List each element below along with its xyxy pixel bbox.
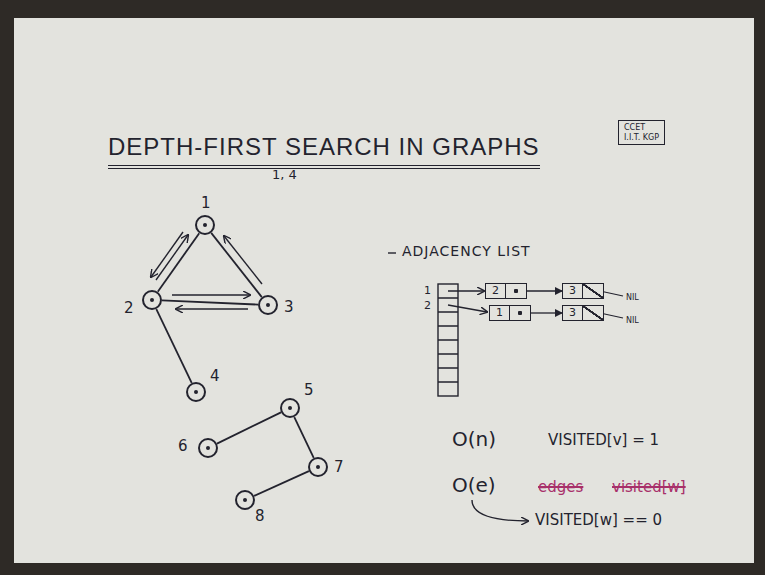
traversal-arrow: [176, 308, 248, 309]
struck-note: edges: [538, 479, 583, 496]
vertex-number: 3: [284, 299, 294, 316]
vertex-number: 7: [334, 459, 344, 476]
vertex-number: 2: [124, 300, 134, 317]
complexity: O(n): [452, 428, 496, 450]
nil-mark: NIL: [626, 317, 639, 326]
list-node: 2: [485, 283, 527, 299]
edge-line: [158, 233, 199, 292]
array-cells: [438, 298, 458, 382]
list-value: 1: [490, 306, 509, 320]
edge-line: [527, 290, 562, 291]
edge-line: [254, 471, 309, 496]
pointer-arrow: [448, 305, 487, 312]
edge-line: [211, 233, 262, 297]
edge-line: [156, 309, 191, 383]
bullet-dash: [388, 252, 396, 253]
graph-vertex: 7: [308, 457, 328, 477]
list-node: 1: [489, 305, 531, 321]
graph-vertex: 8: [235, 490, 255, 510]
curved-arrow: [472, 500, 528, 521]
vertex-number: 4: [210, 368, 220, 385]
slide-title: DEPTH-FIRST SEARCH IN GRAPHS: [108, 134, 540, 169]
graph-vertex: 3: [258, 295, 278, 315]
traversal-arrow: [172, 294, 250, 295]
note: 1, 4: [272, 168, 297, 182]
nil-mark: NIL: [626, 294, 639, 303]
graph-vertex: 2: [142, 290, 162, 310]
traversal-arrow: [151, 232, 183, 277]
vertex-number: 5: [304, 382, 314, 399]
list-value: 2: [486, 284, 505, 298]
edge-line: [531, 312, 562, 313]
list-value: 3: [563, 306, 582, 320]
graph-vertex: 4: [186, 382, 206, 402]
list-node: 3: [562, 283, 604, 299]
edge-line: [294, 417, 313, 458]
pointer-field: [505, 284, 526, 298]
list-value: 3: [563, 284, 582, 298]
pointer-field: [582, 306, 603, 320]
pointer-field: [509, 306, 530, 320]
graph-vertex: 1: [195, 215, 215, 235]
traversal-arrow: [224, 236, 262, 284]
edge-line: [162, 300, 258, 304]
complexity: O(e): [452, 474, 496, 496]
vertex-number: 1: [201, 195, 211, 212]
statement: VISITED[v] = 1: [548, 432, 659, 449]
vertex-number: 6: [178, 438, 188, 455]
graph-vertex: 5: [280, 398, 300, 418]
statement: VISITED[w] == 0: [535, 512, 662, 529]
struck-note: visited[w]: [612, 479, 686, 496]
vertex-number: 8: [255, 508, 265, 525]
pointer-arrow: [448, 290, 484, 291]
row-index: 2: [424, 300, 431, 312]
list-node: 3: [562, 305, 604, 321]
pointer-field: [582, 284, 603, 298]
logo-box: CCETI.I.T. KGP: [618, 120, 665, 145]
array-box: [438, 284, 458, 396]
logo-text: CCET: [624, 123, 659, 133]
edge-line: [217, 412, 281, 443]
row-index: 1: [424, 285, 431, 297]
section-heading: ADJACENCY LIST: [402, 244, 531, 259]
logo-text: I.I.T. KGP: [624, 133, 659, 143]
graph-vertex: 6: [198, 438, 218, 458]
